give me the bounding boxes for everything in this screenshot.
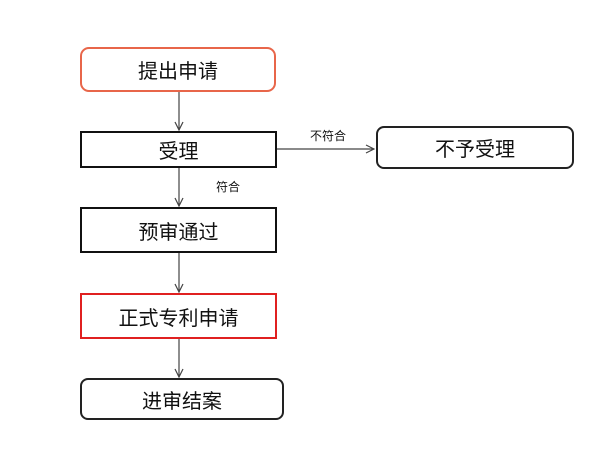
edge-label-not-compliant: 不符合 [310, 129, 347, 143]
edge-label-compliant: 符合 [216, 180, 241, 194]
node-prelim: 预审通过 [80, 207, 277, 253]
node-reject-label: 不予受理 [435, 137, 515, 161]
node-formal: 正式专利申请 [80, 293, 277, 339]
node-submit: 提出申请 [80, 47, 276, 92]
node-examine-label: 进审结案 [142, 388, 222, 413]
node-submit-label: 提出申请 [138, 59, 218, 83]
node-formal-label: 正式专利申请 [118, 305, 239, 330]
node-reject: 不予受理 [376, 126, 574, 169]
node-examine: 进审结案 [80, 378, 284, 420]
node-accept: 受理 [80, 131, 277, 168]
node-accept-label: 受理 [158, 139, 199, 163]
node-prelim-label: 预审通过 [138, 219, 219, 244]
